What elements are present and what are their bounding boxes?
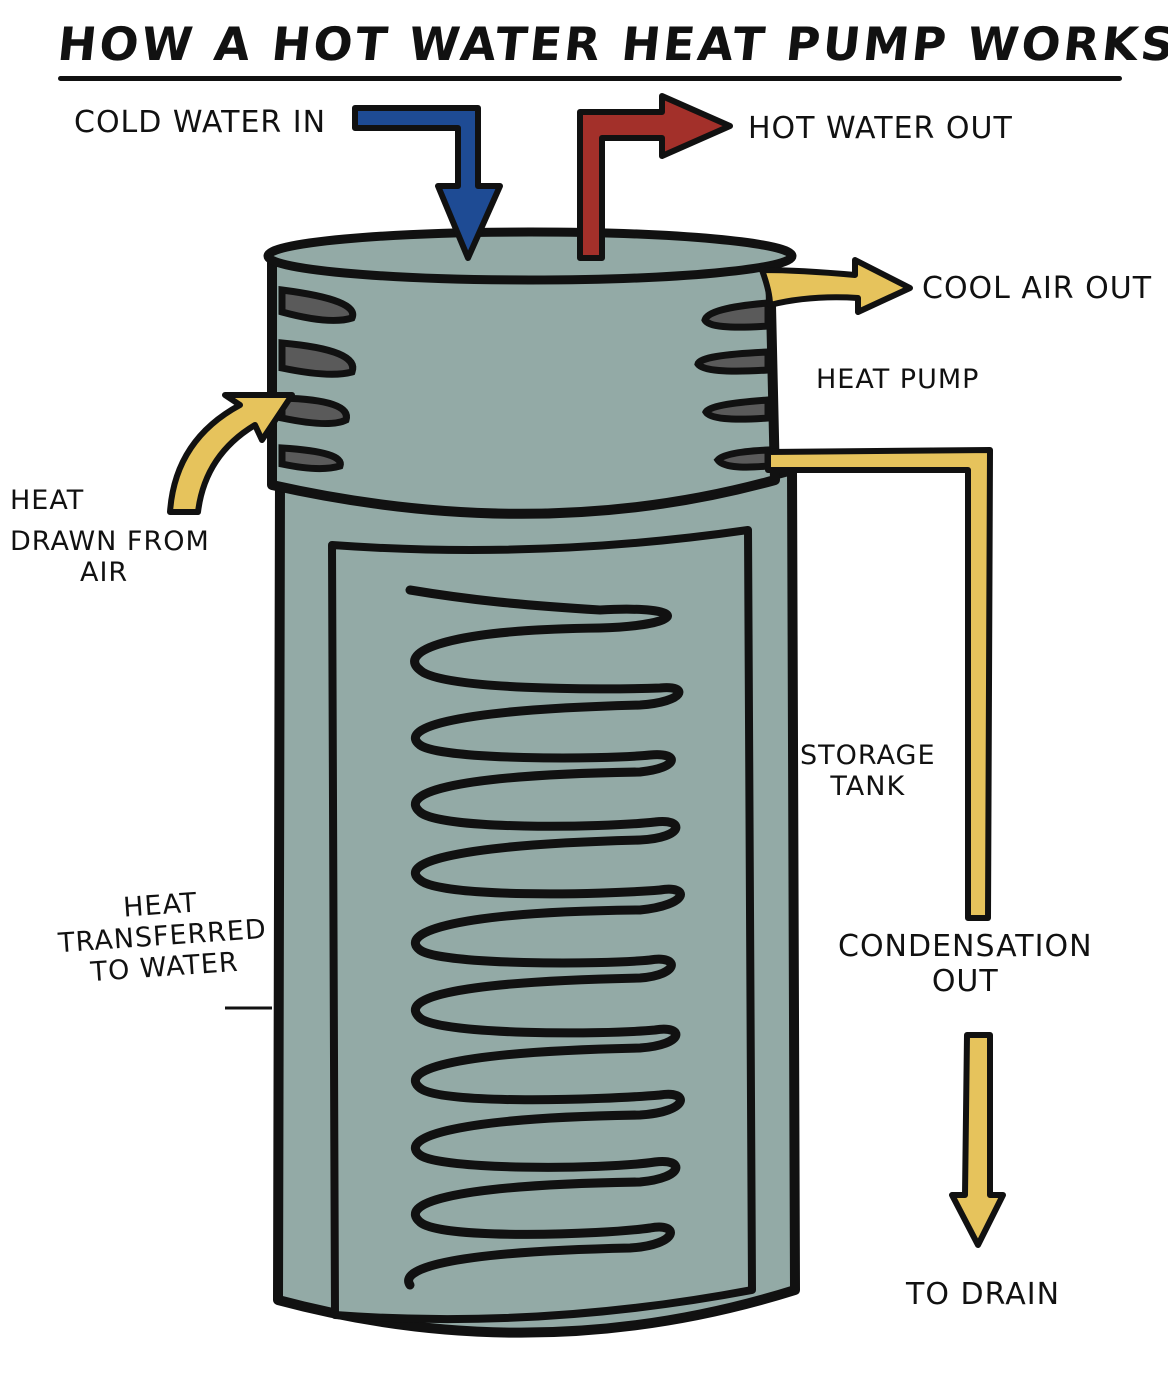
hot-water-out-arrow bbox=[577, 93, 733, 261]
label-line: Condensation bbox=[838, 929, 1093, 964]
heat-pump-unit bbox=[267, 253, 780, 519]
label-line: air bbox=[80, 557, 129, 589]
label-heat-transferred-to-water: Heat transferred to water bbox=[55, 883, 270, 990]
vent-right bbox=[701, 299, 772, 331]
diagram-title: How a hot water heat pump works bbox=[55, 17, 1168, 71]
label-to-drain: To drain bbox=[906, 1277, 1061, 1312]
label-storage-tank: Storage tank bbox=[800, 740, 936, 802]
label-condensation-out: Condensation out bbox=[838, 929, 1093, 999]
label-line: tank bbox=[830, 771, 906, 803]
tank-top-lid bbox=[263, 227, 797, 285]
label-cold-water-in: Cold water in bbox=[74, 105, 327, 140]
vent-right bbox=[713, 446, 772, 471]
left-vents bbox=[278, 286, 357, 473]
vent-left bbox=[278, 286, 357, 324]
vent-left bbox=[278, 444, 344, 473]
label-line: Heat bbox=[10, 485, 85, 516]
cool-air-out-arrow bbox=[759, 257, 913, 315]
vent-left bbox=[278, 394, 350, 428]
label-line: out bbox=[931, 963, 999, 999]
vent-right bbox=[694, 348, 772, 375]
label-heat-drawn-from-air: Heat drawn from air bbox=[10, 485, 210, 588]
label-line: Storage bbox=[800, 740, 936, 771]
heat-drawn-from-air-arrow bbox=[167, 392, 295, 515]
vent-left bbox=[278, 339, 357, 378]
cold-water-in-arrow bbox=[352, 105, 503, 261]
heat-exchange-coil bbox=[404, 585, 685, 1290]
condensation-pipe bbox=[765, 447, 993, 921]
title-underline bbox=[58, 76, 1122, 81]
right-vents bbox=[694, 299, 772, 471]
label-heat-pump: Heat pump bbox=[816, 364, 980, 395]
inner-tank-panel bbox=[328, 526, 756, 1324]
label-line: drawn from bbox=[10, 526, 210, 558]
vent-right bbox=[702, 396, 772, 423]
to-drain-arrow bbox=[949, 1032, 1006, 1248]
label-hot-water-out: Hot water out bbox=[748, 111, 1013, 146]
label-cool-air-out: Cool air out bbox=[922, 271, 1153, 306]
